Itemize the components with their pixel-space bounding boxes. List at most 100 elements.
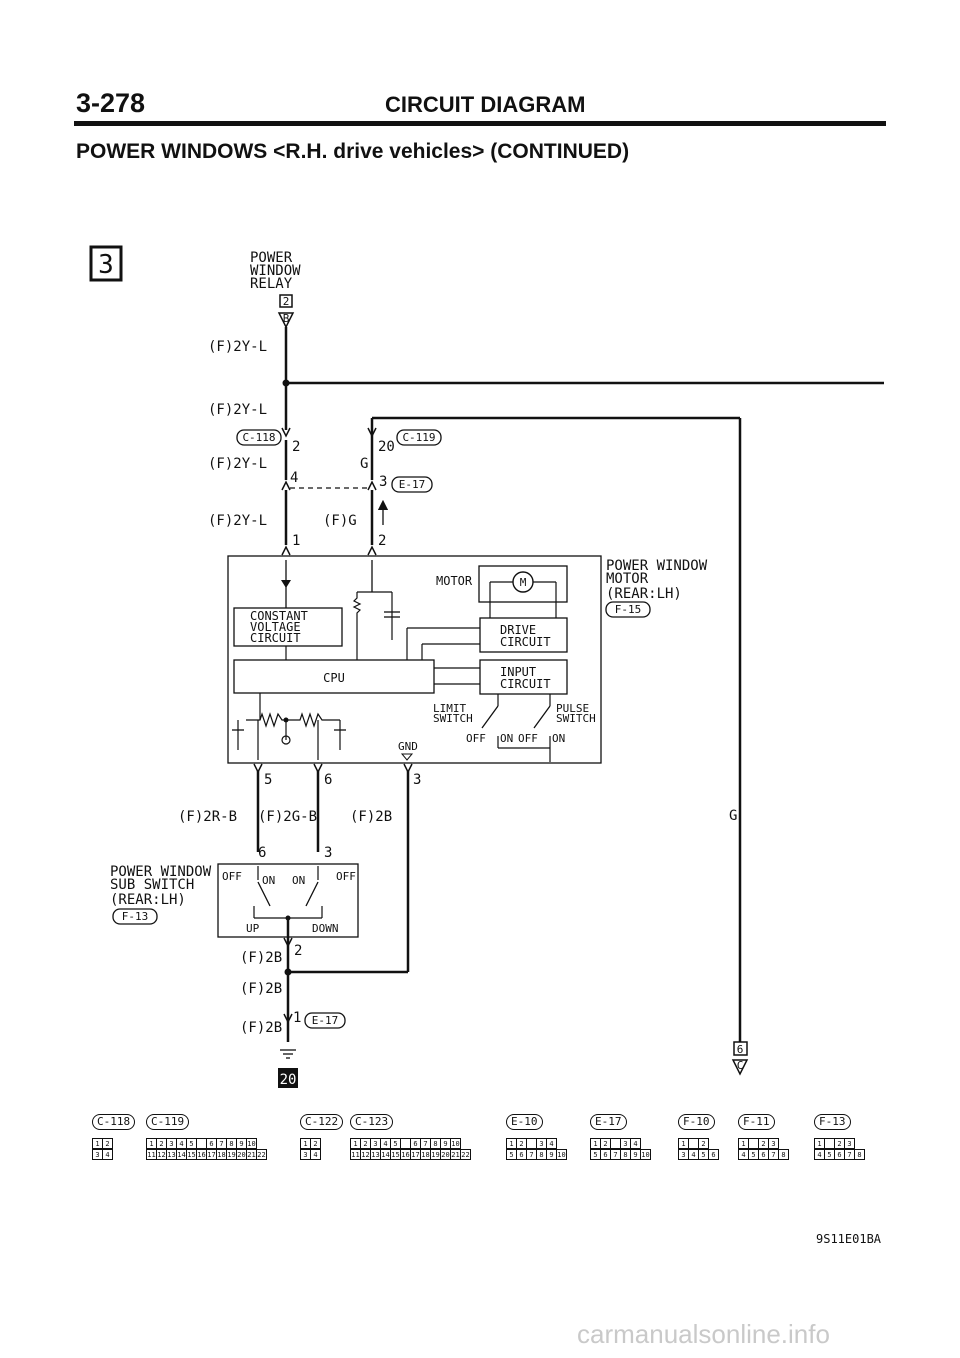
- pulse-switch-2: SWITCH: [556, 712, 596, 725]
- connector-ref: C-118: [92, 1114, 136, 1130]
- connector-pin: 4: [630, 1138, 641, 1149]
- connector-ref-c118: C-118: [242, 431, 275, 444]
- switch-state: OFF: [466, 732, 486, 745]
- relay-label-3: RELAY: [250, 276, 293, 292]
- pin-number: 6: [258, 845, 266, 861]
- pin-number: 20: [378, 439, 395, 455]
- input-circuit-1: INPUT: [500, 665, 536, 679]
- limit-switch-2: SWITCH: [433, 712, 473, 725]
- sheet-marker: 3: [98, 250, 114, 280]
- wire-label: (F)G: [323, 513, 357, 529]
- connector-pin: 2: [698, 1138, 709, 1149]
- switch-state: OFF: [336, 870, 356, 883]
- pin-number: 6: [324, 772, 332, 788]
- pin-number: 2: [294, 943, 302, 959]
- relay-connector: B: [283, 312, 290, 325]
- switch-state: OFF: [518, 732, 538, 745]
- connector-ref-f13: F-13: [122, 910, 149, 923]
- motor-unit-box: [227, 555, 602, 764]
- wire-label: G: [360, 456, 368, 472]
- watermark: carmanualsonline.info: [577, 1319, 830, 1349]
- pin-number: 4: [290, 470, 298, 486]
- pin-number: 3: [324, 845, 332, 861]
- connector-pin: 3: [768, 1138, 779, 1149]
- pin-number: 5: [264, 772, 272, 788]
- connector-ref: F-13: [814, 1114, 851, 1130]
- pin-number: 1: [293, 1010, 301, 1026]
- end-marker-connector: C: [737, 1059, 744, 1072]
- wire-label: (F)2R-B: [178, 809, 237, 825]
- connector-ref: F-10: [678, 1114, 715, 1130]
- diagram-code: 9S11E01BA: [816, 1232, 882, 1246]
- wire-label: (F)2Y-L: [208, 402, 267, 418]
- section-title: CIRCUIT DIAGRAM: [385, 92, 586, 117]
- connector-pin: 4: [546, 1138, 557, 1149]
- sub-switch-label-2: SUB SWITCH: [110, 877, 194, 893]
- connector-ref-e17: E-17: [399, 478, 426, 491]
- switch-up: UP: [246, 922, 260, 935]
- drive-circuit-1: DRIVE: [500, 623, 536, 637]
- relay-connector-icon: [277, 312, 295, 329]
- connector-pin: 3: [844, 1138, 855, 1149]
- wire-label: G: [729, 808, 737, 824]
- pin-number: 3: [379, 474, 387, 490]
- connector-ref-e17b: E-17: [312, 1014, 339, 1027]
- wire-label: (F)2G-B: [258, 809, 317, 825]
- switch-down: DOWN: [312, 922, 339, 935]
- connector-ref: E-17: [590, 1114, 627, 1130]
- connector-pin: 8: [778, 1149, 789, 1160]
- drive-circuit-2: CIRCUIT: [500, 635, 551, 649]
- wire-label: (F)2Y-L: [208, 339, 267, 355]
- ground-badge-box: [278, 1068, 298, 1088]
- switch-state: ON: [262, 874, 275, 887]
- pin-number: 3: [413, 772, 421, 788]
- switch-state: ON: [552, 732, 565, 745]
- wire-label: (F)2B: [240, 950, 282, 966]
- ground-badge: 20: [280, 1072, 297, 1088]
- wire-label: (F)2Y-L: [208, 513, 267, 529]
- connector-pin: 2: [102, 1138, 113, 1149]
- connector-pin: 4: [102, 1149, 113, 1160]
- wire-label: (F)2B: [350, 809, 392, 825]
- gnd-text: GND: [398, 740, 418, 753]
- connector-pin: 10: [556, 1149, 567, 1160]
- connector-pin: 22: [460, 1149, 471, 1160]
- switch-state: OFF: [222, 870, 242, 883]
- pin-number: 2: [292, 439, 300, 455]
- connector-pin: 4: [310, 1149, 321, 1160]
- sheet-marker-box: [89, 245, 123, 282]
- wire-label: (F)2B: [240, 981, 282, 997]
- connector-pin: 10: [246, 1138, 257, 1149]
- motor-label-3: (REAR:LH): [606, 586, 682, 602]
- sub-switch-label-1: POWER WINDOW: [110, 864, 212, 880]
- switch-state: ON: [500, 732, 513, 745]
- wire-label: (F)2Y-L: [208, 456, 267, 472]
- connector-pin: 10: [640, 1149, 651, 1160]
- relay-label-2: WINDOW: [250, 263, 301, 279]
- connector-ref: C-119: [146, 1114, 190, 1130]
- pulse-switch-1: PULSE: [556, 702, 589, 715]
- cpu-text: CPU: [323, 671, 345, 685]
- motor-text: MOTOR: [436, 574, 473, 588]
- page-number: 3-278: [76, 88, 146, 118]
- constant-voltage-3: CIRCUIT: [250, 631, 301, 645]
- relay-label-1: POWER: [250, 250, 293, 266]
- connector-pin: 22: [256, 1149, 267, 1160]
- motor-symbol: M: [520, 576, 527, 589]
- connector-pin: 8: [854, 1149, 865, 1160]
- constant-voltage-1: CONSTANT: [250, 609, 308, 623]
- connector-pin: 6: [708, 1149, 719, 1160]
- motor-label-2: MOTOR: [606, 571, 649, 587]
- switch-state: ON: [292, 874, 305, 887]
- relay-badge: 2: [283, 295, 290, 308]
- limit-switch-1: LIMIT: [433, 702, 466, 715]
- pin-number: 2: [378, 533, 386, 549]
